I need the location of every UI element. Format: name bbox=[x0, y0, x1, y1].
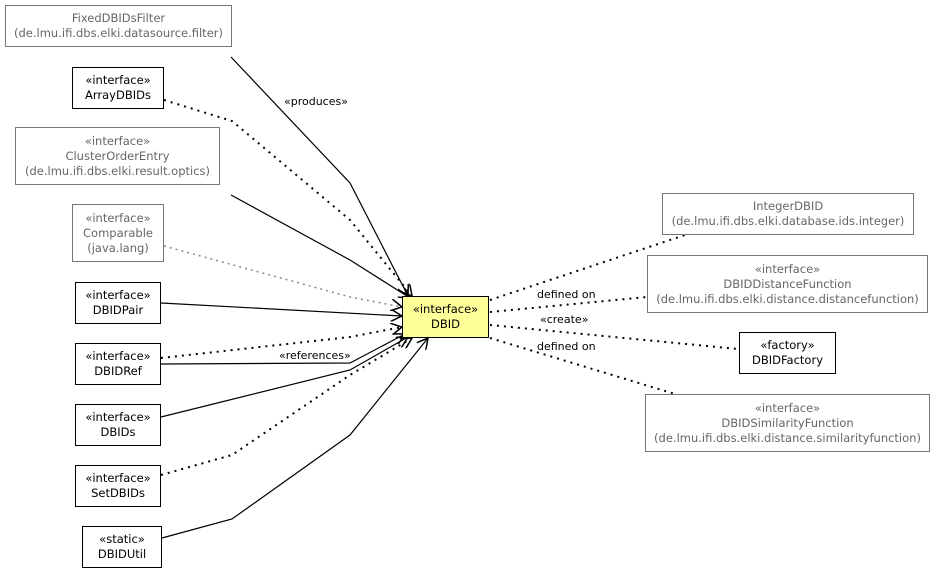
stereotype: «interface» bbox=[754, 261, 821, 276]
edge-dbidpair-dbid bbox=[160, 302, 402, 316]
interface-dbidpair[interactable]: «interface» DBIDPair bbox=[75, 282, 161, 324]
edge-dbid-factory bbox=[489, 324, 739, 350]
edge-dbidutil-dbid bbox=[161, 338, 428, 539]
stereotype: «interface» bbox=[85, 471, 151, 485]
edge-dbids-dbid bbox=[160, 337, 408, 418]
edge-dbidref-dotted-dbid bbox=[160, 327, 402, 359]
class-name: DBID bbox=[431, 317, 460, 331]
interface-setdbids[interactable]: «interface» SetDBIDs bbox=[75, 465, 161, 507]
edge-dbid-simfunc bbox=[489, 337, 676, 395]
interface-clusterorderentry[interactable]: «interface» ClusterOrderEntry (de.lmu.if… bbox=[15, 127, 220, 185]
class-dbidutil[interactable]: «static» DBIDUtil bbox=[82, 526, 162, 568]
class-name: DBIDRef bbox=[94, 364, 142, 378]
factory-dbidfactory[interactable]: «factory» DBIDFactory bbox=[739, 332, 836, 374]
class-name: FixedDBIDsFilter bbox=[71, 11, 166, 25]
class-name: ClusterOrderEntry bbox=[65, 148, 170, 163]
edge-setdbids-dbid bbox=[160, 337, 412, 476]
class-package: (java.lang) bbox=[87, 240, 149, 255]
interface-arraydbids[interactable]: «interface» ArrayDBIDs bbox=[72, 67, 164, 109]
class-fixeddbidsfilter[interactable]: FixedDBIDsFilter (de.lmu.ifi.dbs.elki.da… bbox=[5, 5, 232, 47]
class-package: (de.lmu.ifi.dbs.elki.distance.distancefu… bbox=[656, 291, 919, 306]
stereotype: «interface» bbox=[85, 349, 151, 363]
class-name: DBIDUtil bbox=[97, 547, 147, 561]
class-package: (de.lmu.ifi.dbs.elki.distance.similarity… bbox=[654, 430, 921, 445]
edge-label-create: «create» bbox=[540, 313, 588, 326]
class-name: DBIDSimilarityFunction bbox=[721, 415, 854, 430]
interface-dbidsimilarityfunction[interactable]: «interface» DBIDSimilarityFunction (de.l… bbox=[645, 394, 930, 452]
interface-comparable[interactable]: «interface» Comparable (java.lang) bbox=[72, 204, 164, 262]
class-name: DBIDFactory bbox=[752, 353, 823, 367]
edge-comparable-dbid bbox=[163, 245, 402, 307]
class-name: IntegerDBID bbox=[752, 199, 824, 213]
class-name: Comparable bbox=[83, 225, 153, 240]
class-name: DBIDPair bbox=[92, 303, 144, 317]
class-name: DBIDDistanceFunction bbox=[723, 276, 852, 291]
stereotype: «interface» bbox=[85, 288, 151, 302]
edge-label-defined-on-1: defined on bbox=[537, 288, 596, 301]
class-package: (de.lmu.ifi.dbs.elki.database.ids.intege… bbox=[671, 214, 905, 228]
stereotype: «interface» bbox=[84, 133, 151, 148]
edge-label-references: «references» bbox=[279, 349, 351, 362]
class-name: ArrayDBIDs bbox=[85, 88, 151, 102]
class-integerdbid[interactable]: IntegerDBID (de.lmu.ifi.dbs.elki.databas… bbox=[662, 193, 914, 235]
stereotype: «interface» bbox=[754, 400, 821, 415]
stereotype: «interface» bbox=[85, 73, 151, 87]
interface-dbidref[interactable]: «interface» DBIDRef bbox=[75, 343, 161, 385]
class-package: (de.lmu.ifi.dbs.elki.datasource.filter) bbox=[14, 26, 223, 40]
class-name: SetDBIDs bbox=[91, 486, 145, 500]
stereotype: «interface» bbox=[85, 210, 151, 225]
interface-dbids[interactable]: «interface» DBIDs bbox=[75, 404, 161, 446]
edge-label-produces: «produces» bbox=[284, 95, 348, 108]
edge-arraydbids-dbid bbox=[163, 99, 412, 296]
edge-label-defined-on-2: defined on bbox=[537, 340, 596, 353]
stereotype: «factory» bbox=[760, 338, 815, 352]
edge-dbid-distfunc bbox=[489, 296, 648, 313]
interface-dbiddistancefunction[interactable]: «interface» DBIDDistanceFunction (de.lmu… bbox=[647, 255, 928, 313]
stereotype: «static» bbox=[99, 532, 145, 546]
stereotype: «interface» bbox=[85, 410, 151, 424]
class-package: (de.lmu.ifi.dbs.elki.result.optics) bbox=[24, 163, 210, 178]
edge-dbidref-references-dbid bbox=[160, 334, 405, 365]
edge-clusterorder-dbid bbox=[230, 194, 410, 298]
interface-dbid[interactable]: «interface» DBID bbox=[402, 296, 489, 338]
class-name: DBIDs bbox=[100, 425, 136, 439]
stereotype: «interface» bbox=[412, 302, 479, 316]
edge-fixed-produces-dbid bbox=[230, 56, 408, 296]
